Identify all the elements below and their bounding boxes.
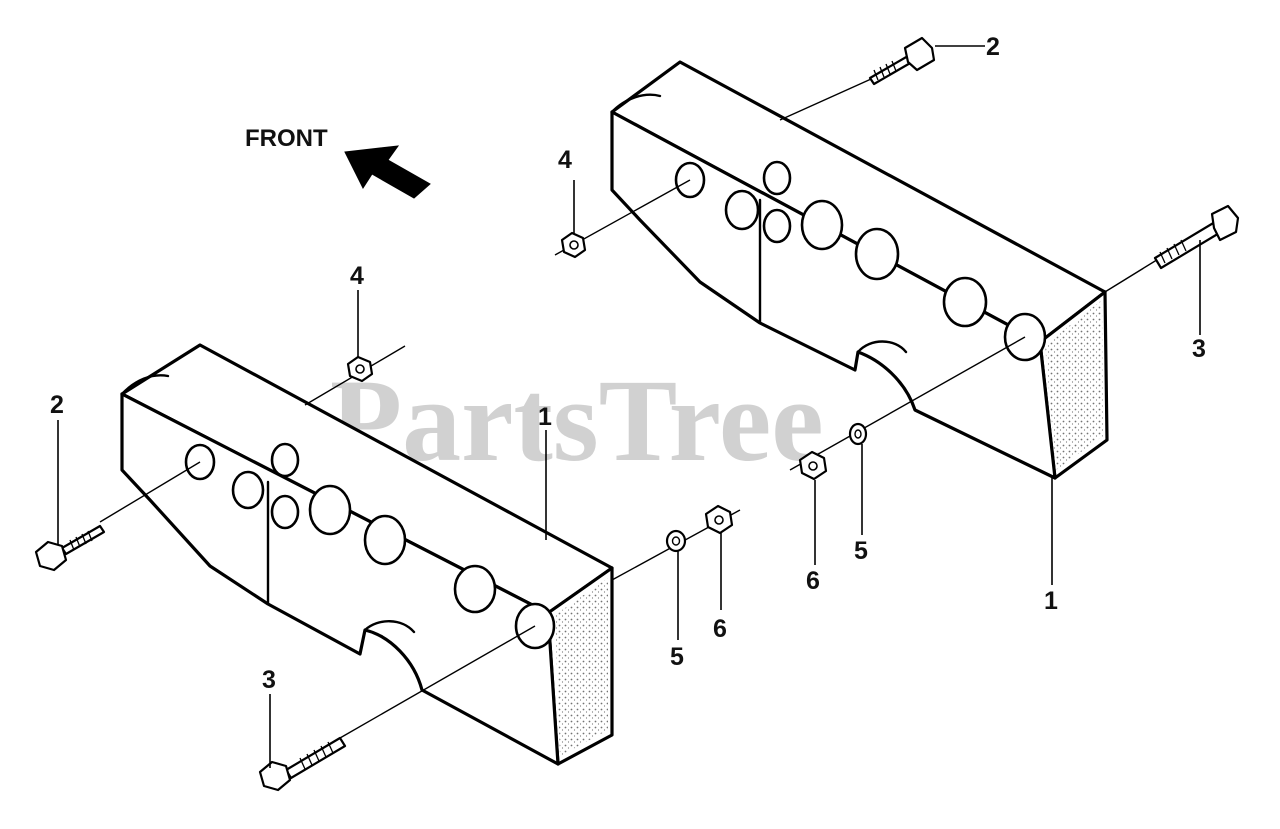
callout-left-nut-bottom: 6 <box>713 615 727 643</box>
weight-block-icon <box>610 60 1109 480</box>
arrow-icon <box>344 145 431 199</box>
weight-block-icon <box>120 343 614 766</box>
lock-washer-icon <box>665 529 687 553</box>
callout-left-weight: 1 <box>538 403 552 431</box>
front-label: FRONT <box>245 125 328 152</box>
lock-washer-icon <box>848 422 868 446</box>
callout-left-nut-top: 4 <box>350 262 364 290</box>
short-bolt-icon <box>34 524 106 572</box>
callout-right-nut-bottom: 6 <box>806 567 820 595</box>
callout-right-bolt-short: 2 <box>986 33 1000 61</box>
callout-right-bolt-long: 3 <box>1192 335 1206 363</box>
hex-nut-icon <box>346 355 374 383</box>
right-weight-assembly: 2 3 4 5 6 1 <box>554 33 1240 615</box>
callout-right-nut-top: 4 <box>558 146 572 174</box>
callout-left-bolt-long: 3 <box>262 666 276 694</box>
long-bolt-icon <box>1153 204 1240 270</box>
long-bolt-icon <box>258 736 347 792</box>
left-weight-assembly: 2 3 4 5 6 1 <box>34 262 741 792</box>
callout-left-washer: 5 <box>670 643 684 671</box>
short-bolt-icon <box>868 36 936 86</box>
hex-nut-icon <box>798 450 828 481</box>
callout-right-washer: 5 <box>854 537 868 565</box>
front-indicator: FRONT <box>245 125 431 199</box>
callout-right-weight: 1 <box>1044 587 1058 615</box>
callout-left-bolt-short: 2 <box>50 391 64 419</box>
hex-nut-icon <box>560 231 587 259</box>
hex-nut-icon <box>704 504 734 535</box>
